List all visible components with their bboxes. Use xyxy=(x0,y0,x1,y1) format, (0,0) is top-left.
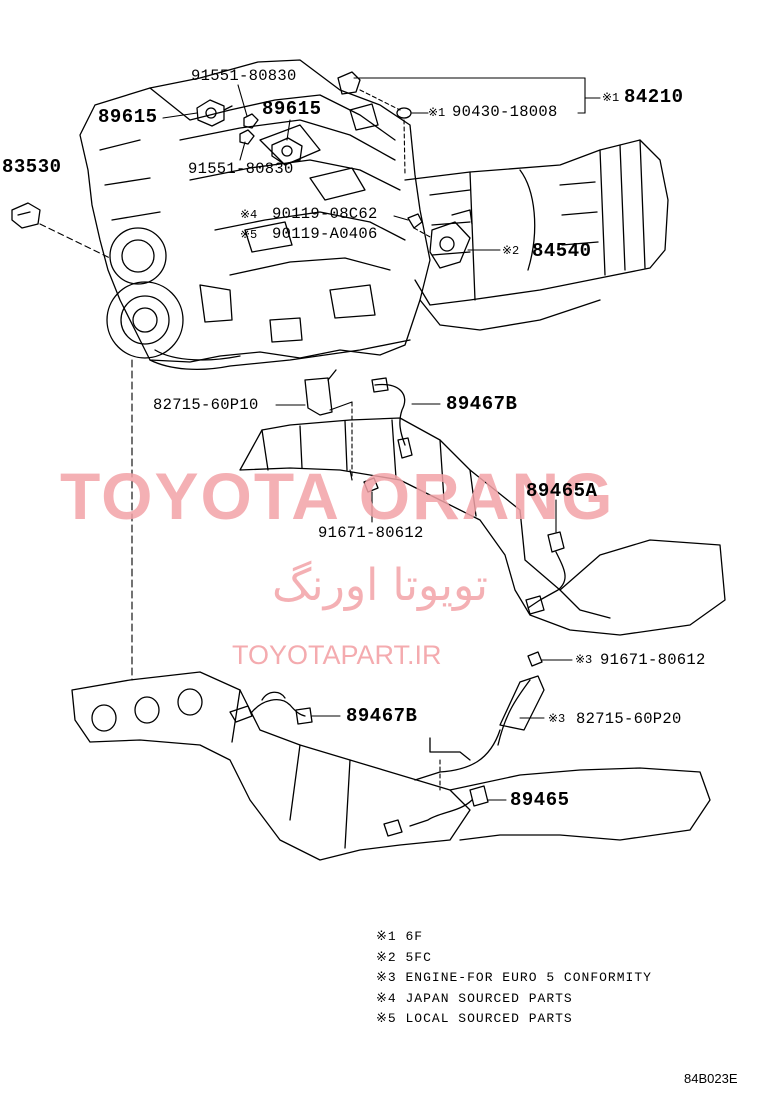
label-82715-60p10[interactable]: 82715-60P10 xyxy=(153,396,259,414)
label-89467b-upper[interactable]: 89467B xyxy=(446,393,518,415)
footnote-5: ※5 LOCAL SOURCED PARTS xyxy=(376,1011,573,1026)
label-89615-right[interactable]: 89615 xyxy=(262,98,322,120)
watermark-brand: TOYOTA ORANG xyxy=(60,459,615,533)
diagram-code: 84B023E xyxy=(684,1071,738,1086)
mark-90430: ※1 xyxy=(428,106,446,120)
label-84540[interactable]: 84540 xyxy=(532,240,592,262)
small-parts xyxy=(11,71,423,229)
engine-block xyxy=(79,59,431,371)
footnote-4: ※4 JAPAN SOURCED PARTS xyxy=(376,990,573,1006)
footnote-2: ※2 5FC xyxy=(376,949,432,965)
label-82715-60p20[interactable]: 82715-60P20 xyxy=(576,710,682,728)
mark-84540: ※2 xyxy=(502,244,520,258)
label-89615-left[interactable]: 89615 xyxy=(98,106,158,128)
footnotes: ※1 6F ※2 5FC ※3 ENGINE-FOR EURO 5 CONFOR… xyxy=(376,930,652,1033)
label-91551-top[interactable]: 91551-80830 xyxy=(191,67,297,85)
mark-91671-lower: ※3 xyxy=(575,653,593,667)
mark-90119-a0406: ※5 xyxy=(240,228,258,242)
label-89465[interactable]: 89465 xyxy=(510,789,570,811)
label-90430-18008[interactable]: 90430-18008 xyxy=(452,103,558,121)
watermark-farsi: تویوتا اورنگ xyxy=(272,560,488,611)
footnote-3: ※3 ENGINE-FOR EURO 5 CONFORMITY xyxy=(376,970,652,985)
label-91551-bottom[interactable]: 91551-80830 xyxy=(188,160,294,178)
label-91671-80612-upper[interactable]: 91671-80612 xyxy=(318,524,424,542)
label-89465a[interactable]: 89465A xyxy=(526,480,598,502)
label-83530[interactable]: 83530 xyxy=(2,156,62,178)
mark-82715-60p20: ※3 xyxy=(548,712,566,726)
label-91671-80612-lower[interactable]: 91671-80612 xyxy=(600,651,706,669)
label-89467b-lower[interactable]: 89467B xyxy=(346,705,418,727)
lower-exhaust xyxy=(71,651,711,861)
leader-lines xyxy=(39,77,601,801)
label-90119-a0406[interactable]: 90119-A0406 xyxy=(272,225,378,243)
watermark-url: TOYOTAPART.IR xyxy=(232,640,442,670)
mark-90119-08c62: ※4 xyxy=(240,208,258,222)
footnote-1: ※1 6F xyxy=(376,929,424,944)
label-90119-08c62[interactable]: 90119-08C62 xyxy=(272,205,378,223)
mark-84210: ※1 xyxy=(602,91,620,105)
label-84210[interactable]: 84210 xyxy=(624,86,684,108)
transmission xyxy=(404,139,669,331)
upper-exhaust xyxy=(239,369,726,636)
